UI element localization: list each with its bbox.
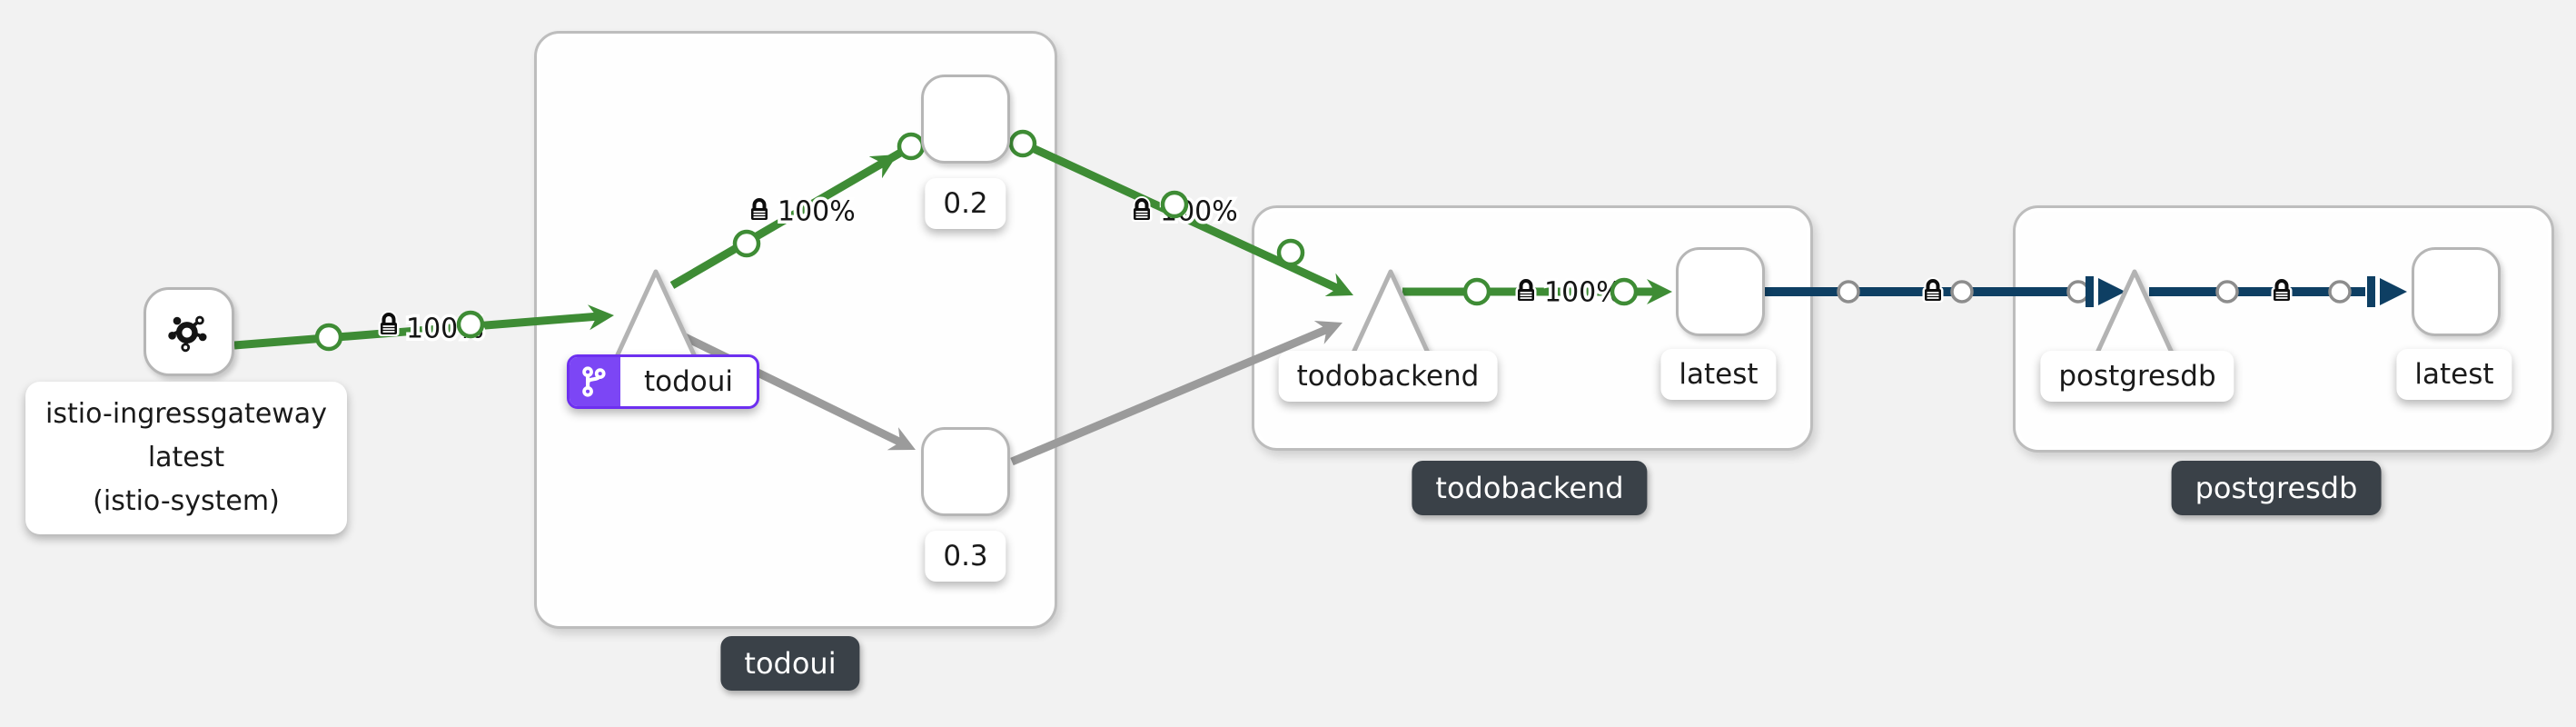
group-badge-todobackend[interactable]: todobackend	[1412, 461, 1648, 515]
edge-postgresdb-to-latest[interactable]	[2149, 276, 2407, 307]
node-label-line: (istio-system)	[93, 485, 280, 517]
node-label-todobackend-latest: latest	[1660, 349, 1777, 400]
edge-waypoint	[1837, 280, 1860, 304]
edge-todoui-to-v2[interactable]: 100%	[669, 132, 926, 289]
lock-icon	[379, 314, 400, 336]
tcp-arrow-bar-icon	[2367, 276, 2375, 307]
edge-waypoint	[314, 323, 343, 352]
edge-waypoint	[2066, 280, 2090, 304]
group-badge-todoui[interactable]: todoui	[720, 636, 860, 691]
edge-ingress-to-todoui[interactable]: 100%	[233, 303, 616, 352]
lock-icon	[749, 200, 770, 222]
node-label-postgresdb-service: postgresdb	[2040, 351, 2234, 402]
edge-waypoint	[1160, 190, 1189, 219]
edge-waypoint	[1276, 238, 1305, 267]
node-label-v3: 0.3	[925, 531, 1006, 582]
workload-node-todobackend-latest[interactable]	[1676, 247, 1765, 336]
workload-node-istio-ingressgateway[interactable]	[144, 287, 234, 376]
edge-latest-to-postgresdb[interactable]	[1765, 276, 2125, 307]
node-label-todobackend-service: todobackend	[1278, 351, 1498, 402]
edge-line	[669, 144, 911, 289]
edge-v2-to-todobackend[interactable]: 100%	[1008, 129, 1359, 307]
edge-todoui-to-v3[interactable]	[681, 332, 922, 462]
edge-traffic-label: 100%	[1544, 277, 1622, 309]
tcp-arrow-bar-icon	[2086, 276, 2094, 307]
edge-waypoint	[456, 310, 485, 339]
lock-icon	[2272, 281, 2293, 303]
edge-traffic-label: 100%	[778, 196, 856, 228]
edge-line	[681, 332, 903, 447]
lock-icon	[1132, 200, 1153, 222]
edge-waypoint	[1610, 277, 1639, 306]
service-node-todobackend[interactable]	[1346, 269, 1435, 365]
node-label-line: istio-ingressgateway	[45, 398, 327, 430]
node-label-ingressgateway: istio-ingressgateway latest (istio-syste…	[25, 382, 347, 534]
lock-icon	[1923, 281, 1944, 303]
edge-v3-to-todobackend[interactable]	[1010, 311, 1348, 466]
workload-node-todoui-v2[interactable]	[921, 75, 1010, 164]
workload-node-todoui-v3[interactable]	[921, 427, 1010, 516]
node-label-v2: 0.2	[925, 178, 1006, 229]
node-label-line: latest	[147, 442, 225, 473]
edge-waypoint	[1462, 277, 1491, 306]
edge-waypoint	[1008, 129, 1037, 158]
arrowhead-icon	[1313, 311, 1348, 344]
edge-waypoint	[897, 132, 926, 161]
workload-node-postgresdb-latest[interactable]	[2412, 247, 2501, 336]
edge-waypoint	[2328, 280, 2352, 304]
service-node-todoui[interactable]	[611, 269, 700, 365]
edge-waypoint	[1950, 280, 1974, 304]
mesh-network-icon	[168, 315, 207, 353]
edge-waypoint	[732, 229, 761, 258]
edge-line	[233, 312, 600, 350]
edge-line	[1010, 324, 1330, 466]
edge-waypoint	[2215, 280, 2239, 304]
code-branch-icon	[582, 366, 606, 397]
node-label-todoui-service: todoui	[567, 354, 760, 409]
tcp-arrowhead-icon	[2098, 278, 2125, 305]
lock-icon	[1516, 281, 1537, 303]
arrowhead-icon	[1324, 273, 1359, 307]
group-badge-postgresdb[interactable]: postgresdb	[2171, 461, 2382, 515]
virtual-service-badge	[570, 357, 620, 406]
node-label-postgresdb-latest: latest	[2396, 349, 2512, 400]
edge-todobackend-to-latest[interactable]: 100%	[1402, 274, 1672, 312]
tcp-arrowhead-icon	[2380, 278, 2407, 305]
arrowhead-icon	[887, 427, 922, 462]
node-label-text: todoui	[644, 365, 734, 398]
